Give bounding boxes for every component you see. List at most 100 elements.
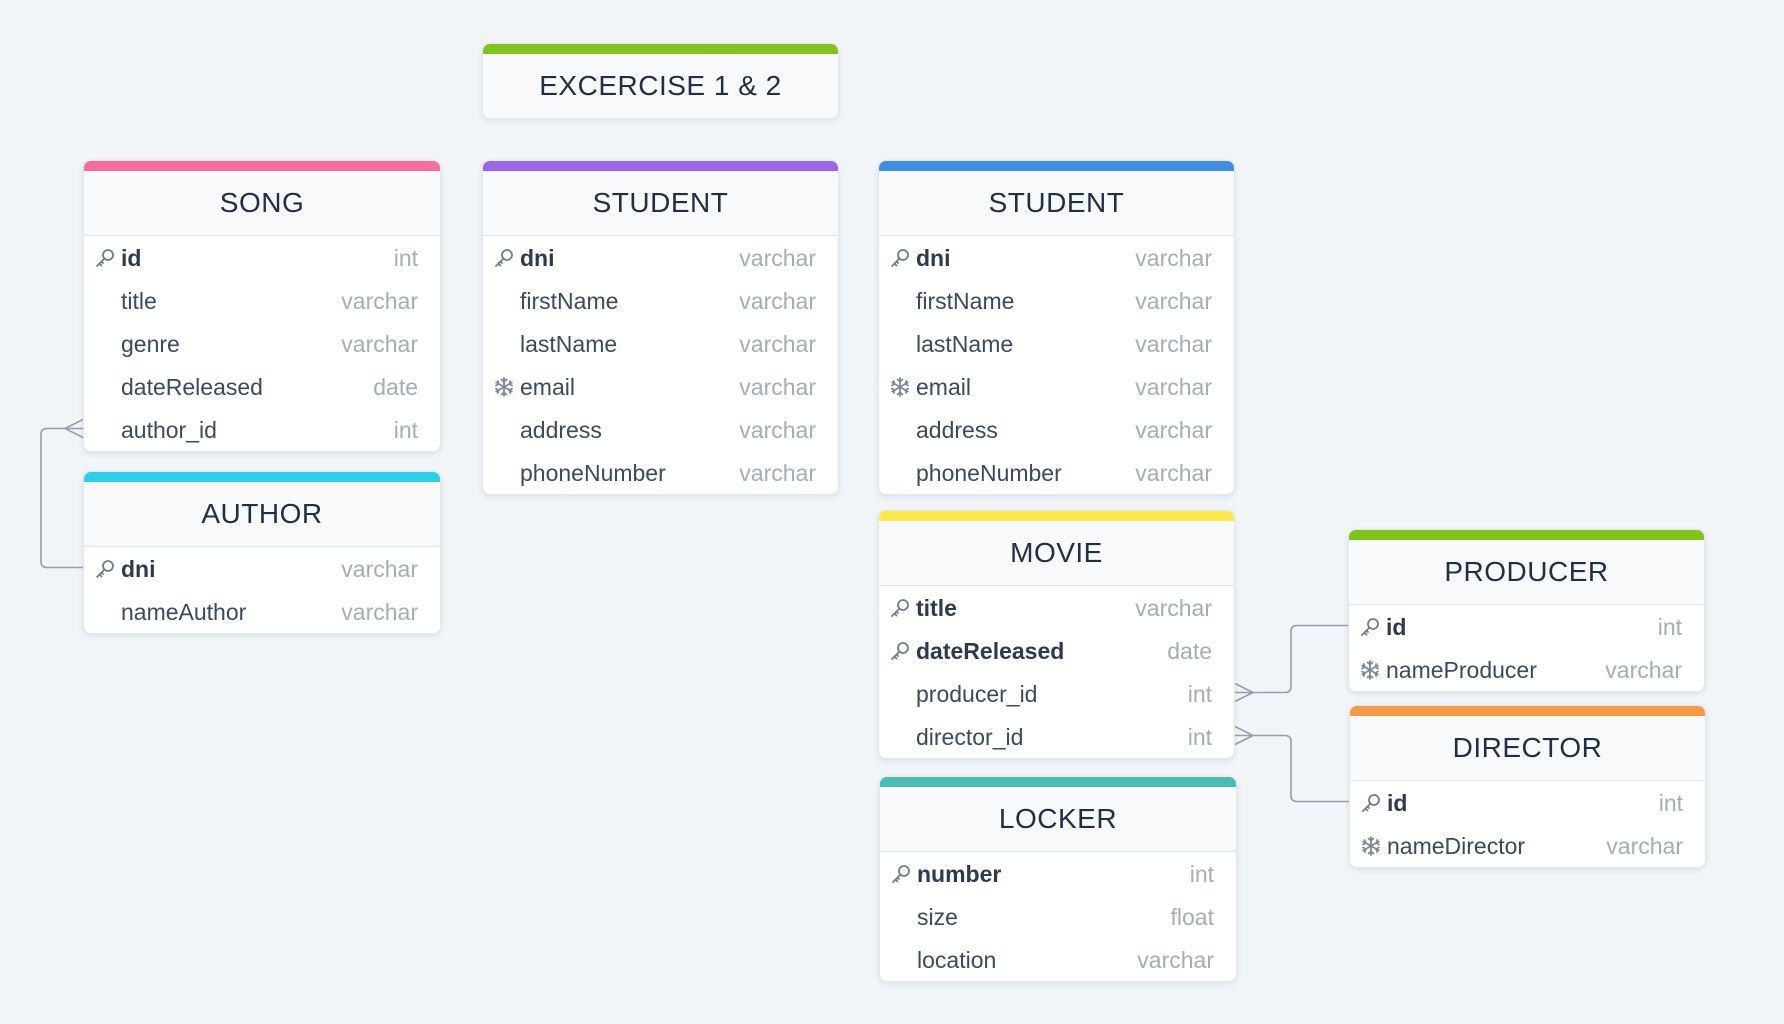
field-type: int bbox=[1658, 790, 1683, 816]
table-name[interactable]: STUDENT bbox=[879, 171, 1234, 236]
note-color-bar bbox=[483, 44, 838, 54]
field-type: float bbox=[1170, 904, 1214, 930]
field-type: int bbox=[393, 417, 418, 443]
field-type: varchar bbox=[1135, 245, 1212, 271]
field-name: dni bbox=[916, 245, 951, 271]
field-type: varchar bbox=[1605, 657, 1682, 683]
field-name: email bbox=[520, 374, 575, 400]
field-row[interactable]: address varchar bbox=[483, 408, 838, 451]
field-type: varchar bbox=[1135, 374, 1212, 400]
field-type: int bbox=[1657, 614, 1682, 640]
field-type: varchar bbox=[341, 599, 418, 625]
field-name: title bbox=[121, 288, 157, 314]
field-type: varchar bbox=[1135, 331, 1212, 357]
field-row[interactable]: genre varchar bbox=[84, 322, 440, 365]
crow-foot-icon bbox=[1234, 725, 1254, 746]
table-color-bar bbox=[84, 161, 440, 171]
field-name: title bbox=[916, 595, 957, 621]
relationship-line bbox=[1235, 734, 1349, 803]
field-name: size bbox=[917, 904, 958, 930]
field-row[interactable]: nameAuthor varchar bbox=[84, 590, 440, 633]
table-name[interactable]: AUTHOR bbox=[84, 482, 440, 547]
field-type: date bbox=[1167, 638, 1212, 664]
field-type: int bbox=[1187, 724, 1212, 750]
table-color-bar bbox=[879, 511, 1234, 521]
field-name: director_id bbox=[916, 724, 1024, 750]
field-type: int bbox=[1189, 861, 1214, 887]
note-title: EXCERCISE 1 & 2 bbox=[483, 54, 838, 118]
field-name: address bbox=[520, 417, 602, 443]
table-color-bar bbox=[483, 161, 838, 171]
table-name[interactable]: LOCKER bbox=[880, 787, 1236, 852]
note-card[interactable]: EXCERCISE 1 & 2 bbox=[482, 43, 839, 119]
field-name: nameDirector bbox=[1387, 833, 1526, 859]
snowflake-icon bbox=[1360, 835, 1382, 857]
field-type: varchar bbox=[1137, 947, 1214, 973]
field-name: author_id bbox=[121, 417, 217, 443]
field-row[interactable]: email varchar bbox=[879, 365, 1234, 408]
field-name: lastName bbox=[916, 331, 1014, 357]
field-name: nameAuthor bbox=[121, 599, 247, 625]
field-name: phoneNumber bbox=[916, 460, 1062, 486]
field-type: int bbox=[1187, 681, 1212, 707]
table-name[interactable]: MOVIE bbox=[879, 521, 1234, 586]
table-color-bar bbox=[1350, 706, 1705, 716]
table-name[interactable]: DIRECTOR bbox=[1350, 716, 1705, 781]
field-name: lastName bbox=[520, 331, 618, 357]
field-type: date bbox=[373, 374, 418, 400]
field-row[interactable]: dni varchar bbox=[879, 236, 1234, 279]
field-type: varchar bbox=[341, 331, 418, 357]
field-name: firstName bbox=[916, 288, 1015, 314]
field-name: email bbox=[916, 374, 971, 400]
relationship-line bbox=[40, 427, 83, 569]
field-type: varchar bbox=[739, 417, 816, 443]
table-name[interactable]: STUDENT bbox=[483, 171, 838, 236]
field-row[interactable]: size float bbox=[880, 895, 1236, 938]
field-name: phoneNumber bbox=[520, 460, 666, 486]
field-name: genre bbox=[121, 331, 180, 357]
crow-foot-icon bbox=[1234, 682, 1254, 703]
table-color-bar bbox=[879, 161, 1234, 171]
field-row[interactable]: author_id int bbox=[84, 408, 440, 451]
key-icon bbox=[889, 597, 911, 619]
table-name[interactable]: PRODUCER bbox=[1349, 540, 1704, 605]
snowflake-icon bbox=[493, 376, 515, 398]
field-type: varchar bbox=[341, 556, 418, 582]
field-row[interactable]: director_id int bbox=[879, 715, 1234, 758]
field-name: firstName bbox=[520, 288, 619, 314]
key-icon bbox=[94, 247, 116, 269]
table-name[interactable]: SONG bbox=[84, 171, 440, 236]
field-row[interactable]: lastName varchar bbox=[879, 322, 1234, 365]
